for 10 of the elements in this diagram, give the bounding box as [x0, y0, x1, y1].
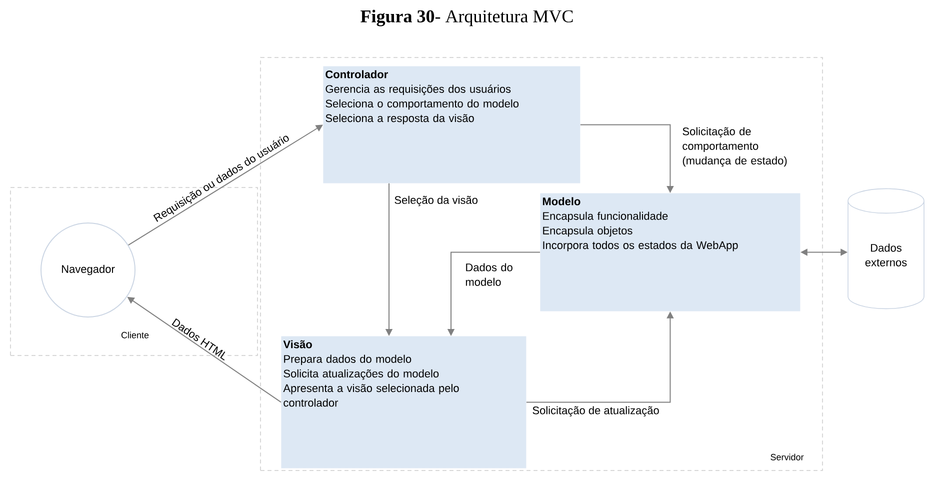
edge-label: Seleção da visão [394, 196, 478, 206]
figure-title: Figura 30- Arquitetura MVC [360, 10, 573, 26]
edge-label: Solicitação de atualização [532, 406, 659, 417]
component-box: Modelo Encapsula funcionalidade Encapsula objetos Incorpora todos os estados da WebApp [540, 193, 800, 312]
component-box: Visão Prepara dados do modelo Solicita atualizações do modelo Apresenta a visão selecionada pelo controlador [281, 336, 526, 468]
database-cylinder: Dados externos [848, 188, 924, 310]
component-box: Controlador Gerencia as requisições dos usuários Seleciona o comportamento do modelo Seleciona a resposta da visão [323, 66, 580, 184]
edge-label: Solicitação de comportamento (mudança de estado) [682, 127, 787, 167]
arrow [128, 124, 323, 246]
edge-label: Dados do modelo [466, 263, 512, 286]
